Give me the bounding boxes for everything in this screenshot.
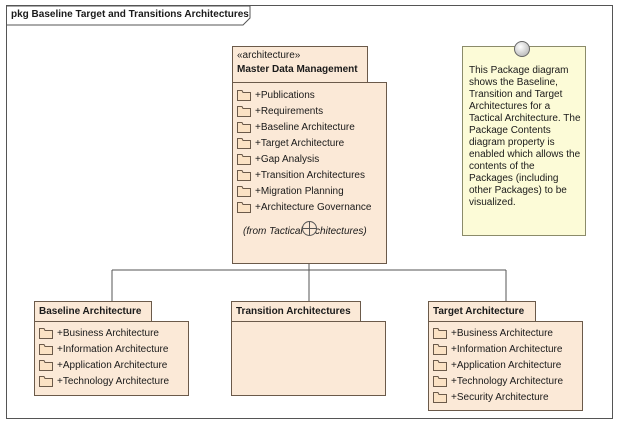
package-tab: Baseline Architecture — [34, 301, 152, 322]
list-item[interactable]: +Security Architecture — [433, 389, 549, 405]
list-item[interactable]: +Information Architecture — [433, 341, 562, 357]
list-item-label: +Technology Architecture — [57, 375, 170, 387]
list-item-label: +Information Architecture — [57, 343, 169, 355]
folder-icon — [39, 375, 53, 387]
list-item-label: +Application Architecture — [57, 359, 168, 371]
list-item[interactable]: +Information Architecture — [39, 341, 168, 357]
package-name: Target Architecture — [433, 306, 525, 317]
folder-icon — [39, 327, 53, 339]
list-item-label: +Transition Architectures — [255, 169, 365, 181]
folder-icon — [237, 169, 251, 181]
list-item[interactable]: +Gap Analysis — [237, 151, 319, 167]
pin-icon — [514, 41, 530, 57]
list-item-label: +Architecture Governance — [255, 201, 372, 213]
list-item[interactable]: +Architecture Governance — [237, 199, 371, 215]
folder-icon — [237, 137, 251, 149]
package-contents: +Publications +Requirements +Baseline Ar… — [232, 82, 387, 264]
list-item[interactable]: +Requirements — [237, 103, 323, 119]
package-tab: Target Architecture — [428, 301, 536, 322]
package-contents: +Business Architecture +Information Arch… — [34, 321, 189, 396]
folder-icon — [237, 153, 251, 165]
list-item-label: +Business Architecture — [57, 327, 159, 339]
diagram-frame: pkg Baseline Target and Transitions Arch… — [6, 5, 613, 419]
list-item-label: +Business Architecture — [451, 327, 553, 339]
list-item-label: +Technology Architecture — [451, 375, 564, 387]
folder-icon — [39, 359, 53, 371]
folder-icon — [237, 89, 251, 101]
package-contents: +Business Architecture +Information Arch… — [428, 321, 583, 411]
folder-icon — [433, 343, 447, 355]
list-item[interactable]: +Transition Architectures — [237, 167, 365, 183]
package-name: Transition Architectures — [236, 306, 351, 317]
diagram-note[interactable]: This Package diagram shows the Baseline,… — [462, 46, 586, 236]
list-item[interactable]: +Business Architecture — [39, 325, 159, 341]
folder-icon — [433, 327, 447, 339]
folder-icon — [237, 201, 251, 213]
list-item[interactable]: +Migration Planning — [237, 183, 344, 199]
list-item-label: +Publications — [255, 89, 315, 101]
folder-icon — [433, 391, 447, 403]
frame-title: pkg Baseline Target and Transitions Arch… — [11, 9, 249, 20]
list-item[interactable]: +Baseline Architecture — [237, 119, 355, 135]
list-item[interactable]: +Application Architecture — [433, 357, 561, 373]
package-stereotype: «architecture» — [237, 50, 301, 61]
note-text: This Package diagram shows the Baseline,… — [469, 65, 581, 208]
list-item-label: +Security Architecture — [451, 391, 549, 403]
list-item-label: +Information Architecture — [451, 343, 563, 355]
list-item[interactable]: +Target Architecture — [237, 135, 344, 151]
list-item-label: +Target Architecture — [255, 137, 345, 149]
folder-icon — [39, 343, 53, 355]
package-tab: Transition Architectures — [231, 301, 361, 322]
list-item[interactable]: +Publications — [237, 87, 315, 103]
package-contents — [231, 321, 386, 396]
list-item-label: +Gap Analysis — [255, 153, 320, 165]
list-item[interactable]: +Business Architecture — [433, 325, 553, 341]
list-item-label: +Application Architecture — [451, 359, 562, 371]
package-name: Baseline Architecture — [39, 306, 142, 317]
list-item[interactable]: +Technology Architecture — [433, 373, 563, 389]
list-item-label: +Requirements — [255, 105, 324, 117]
folder-icon — [237, 185, 251, 197]
list-item-label: +Migration Planning — [255, 185, 344, 197]
folder-icon — [237, 105, 251, 117]
containment-circle-icon — [302, 221, 317, 236]
list-item-label: +Baseline Architecture — [255, 121, 355, 133]
folder-icon — [433, 375, 447, 387]
folder-icon — [237, 121, 251, 133]
list-item[interactable]: +Application Architecture — [39, 357, 167, 373]
package-tab: «architecture» Master Data Management — [232, 46, 368, 83]
folder-icon — [433, 359, 447, 371]
package-name: Master Data Management — [237, 64, 358, 75]
list-item[interactable]: +Technology Architecture — [39, 373, 169, 389]
